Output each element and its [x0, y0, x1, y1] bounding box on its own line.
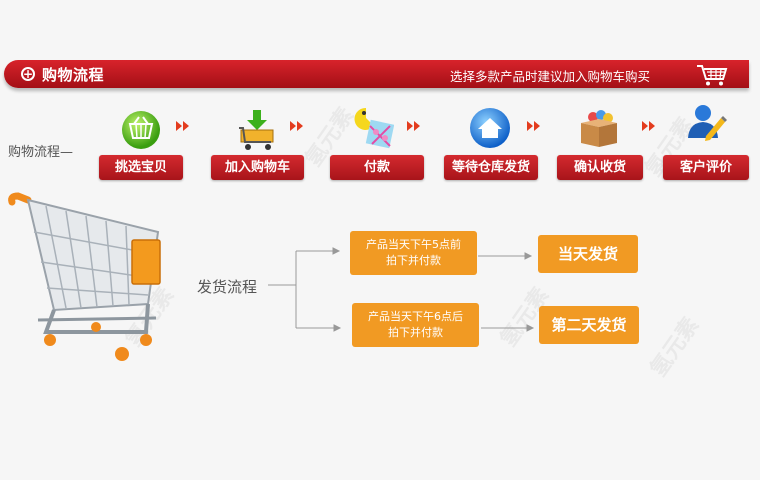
result-same-day: 当天发货	[538, 235, 638, 273]
double-arrow-icon	[290, 121, 303, 131]
page-title: 购物流程	[42, 66, 105, 84]
step-confirm-receipt: 确认收货	[557, 155, 643, 180]
condition-line: 拍下并付款	[386, 254, 441, 267]
condition-box-after-6pm: 产品当天下午6点后 拍下并付款	[352, 303, 479, 347]
basket-icon	[122, 111, 160, 149]
shopping-cart-illustration	[8, 192, 161, 361]
double-arrow-icon	[527, 121, 540, 131]
flow-label: 购物流程—	[8, 145, 74, 160]
step-payment: 付款	[330, 155, 424, 180]
step-pick-items: 挑选宝贝	[99, 155, 183, 180]
double-arrow-icon	[642, 121, 655, 131]
plus-icon: +	[21, 67, 35, 81]
double-arrow-icon	[407, 121, 420, 131]
step-await-shipping: 等待仓库发货	[444, 155, 538, 180]
header-bar: + 购物流程 选择多款产品时建议加入购物车购买	[4, 60, 749, 88]
payment-icon	[354, 107, 394, 149]
shipping-flow-label: 发货流程	[197, 278, 258, 296]
condition-line: 拍下并付款	[388, 326, 443, 339]
double-arrow-icon	[176, 121, 189, 131]
step-add-to-cart: 加入购物车	[211, 155, 304, 180]
home-warehouse-icon	[470, 108, 510, 148]
header-subtitle: 选择多款产品时建议加入购物车购买	[450, 69, 651, 84]
add-to-cart-icon	[239, 110, 274, 150]
package-box-icon	[581, 110, 617, 147]
step-customer-review: 客户评价	[663, 155, 749, 180]
user-review-icon	[688, 105, 727, 141]
result-next-day: 第二天发货	[539, 306, 639, 344]
condition-box-before-5pm: 产品当天下午5点前 拍下并付款	[350, 231, 477, 275]
shopping-cart-icon	[697, 65, 728, 86]
condition-line: 产品当天下午5点前	[366, 238, 461, 251]
condition-line: 产品当天下午6点后	[368, 310, 463, 323]
